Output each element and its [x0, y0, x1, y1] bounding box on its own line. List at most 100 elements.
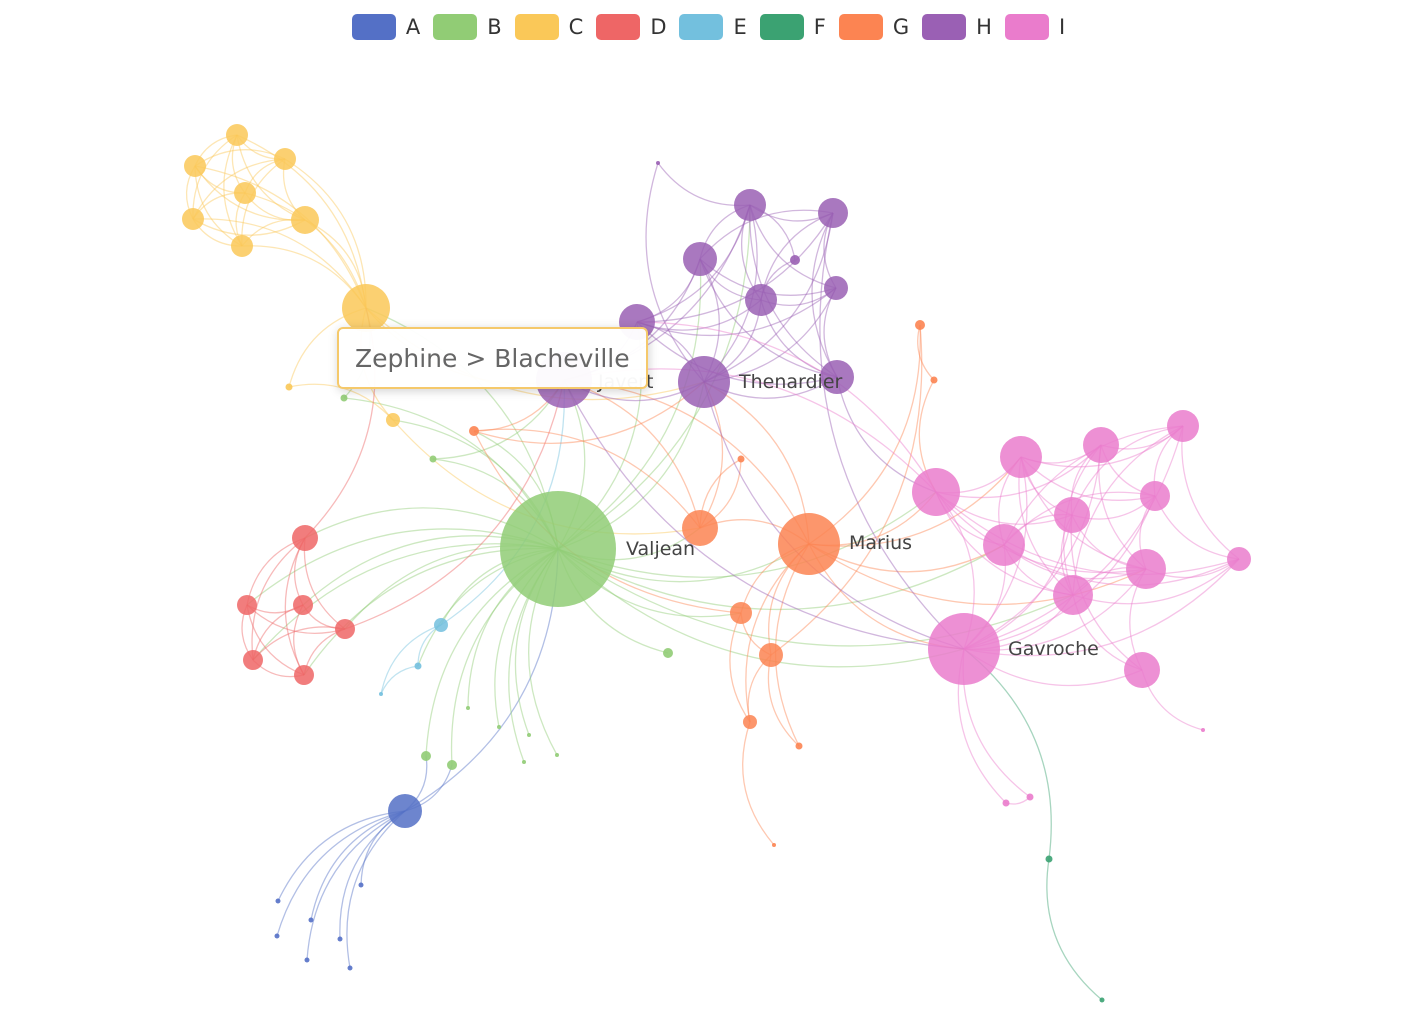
node-i13[interactable]: [1026, 793, 1034, 801]
legend-swatch-c: [514, 14, 559, 40]
node-e0[interactable]: [434, 618, 448, 632]
legend-item-a[interactable]: A: [351, 14, 420, 40]
node-a4[interactable]: [347, 965, 353, 971]
node-c3[interactable]: [184, 155, 206, 177]
node-b6[interactable]: [466, 706, 470, 710]
node-a0[interactable]: [388, 794, 422, 828]
node-b5[interactable]: [429, 455, 437, 463]
node-i3[interactable]: [1083, 427, 1119, 463]
node-d0[interactable]: [292, 525, 318, 551]
node-gavroche[interactable]: [928, 613, 1000, 685]
node-c5[interactable]: [182, 208, 204, 230]
node-a2[interactable]: [274, 933, 280, 939]
node-a7[interactable]: [358, 882, 364, 888]
legend-item-i[interactable]: I: [1004, 14, 1065, 40]
legend-swatch-e: [679, 14, 724, 40]
node-f0[interactable]: [1045, 855, 1053, 863]
node-g10[interactable]: [772, 843, 776, 847]
node-i6[interactable]: [1140, 481, 1170, 511]
legend-item-f[interactable]: F: [759, 14, 826, 40]
legend-label-d: D: [650, 15, 667, 39]
legend-item-d[interactable]: D: [596, 14, 666, 40]
edge-h2-h3: [636, 204, 751, 323]
node-b4[interactable]: [340, 394, 348, 402]
edge-i2-i4: [1020, 425, 1184, 468]
node-h10[interactable]: [656, 161, 660, 165]
node-i9[interactable]: [1053, 575, 1093, 615]
label-gavroche: Gavroche: [1008, 638, 1099, 660]
node-h5[interactable]: [683, 242, 717, 276]
node-c4[interactable]: [234, 182, 256, 204]
edge-i1-i10: [935, 491, 1240, 576]
node-h3[interactable]: [734, 189, 766, 221]
node-g2[interactable]: [730, 602, 752, 624]
node-c0[interactable]: [342, 284, 390, 332]
node-i2[interactable]: [1000, 436, 1042, 478]
node-b9[interactable]: [522, 760, 526, 764]
node-i14[interactable]: [1201, 728, 1205, 732]
node-i8[interactable]: [1126, 549, 1166, 589]
node-d2[interactable]: [293, 595, 313, 615]
node-b1[interactable]: [421, 751, 431, 761]
legend-item-b[interactable]: B: [433, 14, 502, 40]
node-a5[interactable]: [337, 936, 343, 942]
node-d5[interactable]: [294, 665, 314, 685]
node-g4[interactable]: [743, 715, 757, 729]
node-g7[interactable]: [737, 455, 745, 463]
node-g8[interactable]: [915, 320, 925, 330]
node-h9[interactable]: [790, 255, 800, 265]
node-d3[interactable]: [335, 619, 355, 639]
legend-item-e[interactable]: E: [679, 14, 747, 40]
node-c2[interactable]: [274, 148, 296, 170]
node-i11[interactable]: [1124, 652, 1160, 688]
node-b7[interactable]: [497, 725, 501, 729]
node-h6[interactable]: [745, 284, 777, 316]
node-e2[interactable]: [379, 692, 383, 696]
node-marius[interactable]: [778, 513, 840, 575]
node-g3[interactable]: [759, 643, 783, 667]
legend-swatch-h: [922, 14, 967, 40]
node-c6[interactable]: [291, 206, 319, 234]
node-g6[interactable]: [469, 426, 479, 436]
node-i7[interactable]: [983, 524, 1025, 566]
legend-item-c[interactable]: C: [514, 14, 583, 40]
node-a1[interactable]: [275, 898, 281, 904]
node-layer: [182, 124, 1251, 1003]
node-a3[interactable]: [304, 957, 310, 963]
node-i12[interactable]: [1002, 799, 1010, 807]
node-valjean[interactable]: [500, 491, 616, 607]
node-a6[interactable]: [308, 917, 314, 923]
legend-item-g[interactable]: G: [838, 14, 909, 40]
node-f1[interactable]: [1099, 997, 1105, 1003]
edge-g3-g8: [770, 324, 923, 656]
node-g5[interactable]: [795, 742, 803, 750]
node-c9[interactable]: [285, 383, 293, 391]
label-marius: Marius: [849, 532, 912, 554]
edge-i6-i10: [1154, 495, 1240, 560]
node-i10[interactable]: [1227, 547, 1251, 571]
node-d1[interactable]: [237, 595, 257, 615]
node-g1[interactable]: [682, 510, 718, 546]
node-thenardier[interactable]: [678, 356, 730, 408]
legend-label-b: B: [487, 15, 502, 39]
node-g9[interactable]: [930, 376, 938, 384]
node-i5[interactable]: [1054, 497, 1090, 533]
node-c8[interactable]: [386, 413, 400, 427]
node-e1[interactable]: [414, 662, 422, 670]
legend-label-h: H: [976, 15, 992, 39]
node-h4[interactable]: [818, 198, 848, 228]
node-b3[interactable]: [663, 648, 673, 658]
node-c7[interactable]: [231, 235, 253, 257]
legend-item-h[interactable]: H: [922, 14, 992, 40]
node-h7[interactable]: [824, 276, 848, 300]
node-b8[interactable]: [527, 733, 531, 737]
node-c1[interactable]: [226, 124, 248, 146]
node-i1[interactable]: [912, 468, 960, 516]
node-d4[interactable]: [243, 650, 263, 670]
node-b2[interactable]: [447, 760, 457, 770]
node-h8[interactable]: [820, 360, 854, 394]
node-b10[interactable]: [555, 753, 559, 757]
node-i4[interactable]: [1167, 410, 1199, 442]
